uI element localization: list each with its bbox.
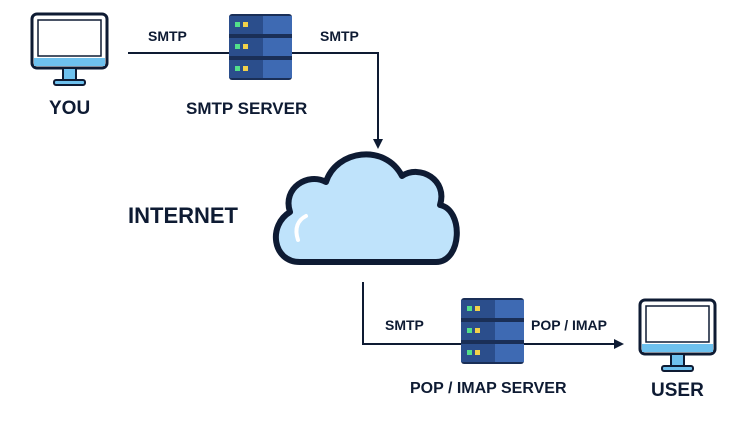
edge-line-internet-pop [362,282,461,345]
edge-label-smtp-internet: SMTP [320,28,359,44]
node-label-internet: INTERNET [128,203,238,228]
edge-label-pop-user: POP / IMAP [531,317,607,333]
edge-label-internet-pop: SMTP [385,317,424,333]
server-rack-icon [229,14,292,80]
node-label-pop-imap-server: POP / IMAP SERVER [410,380,567,397]
desktop-monitor-icon [638,298,717,372]
edge-label-you-smtp: SMTP [148,28,187,44]
edge-line-smtp-internet [292,52,383,149]
cloud-icon [272,151,460,265]
node-label-user: USER [651,380,704,401]
desktop-monitor-icon [30,12,109,86]
server-rack-icon [461,298,524,364]
node-label-smtp-server: SMTP SERVER [186,99,308,118]
node-label-you: YOU [49,98,91,119]
